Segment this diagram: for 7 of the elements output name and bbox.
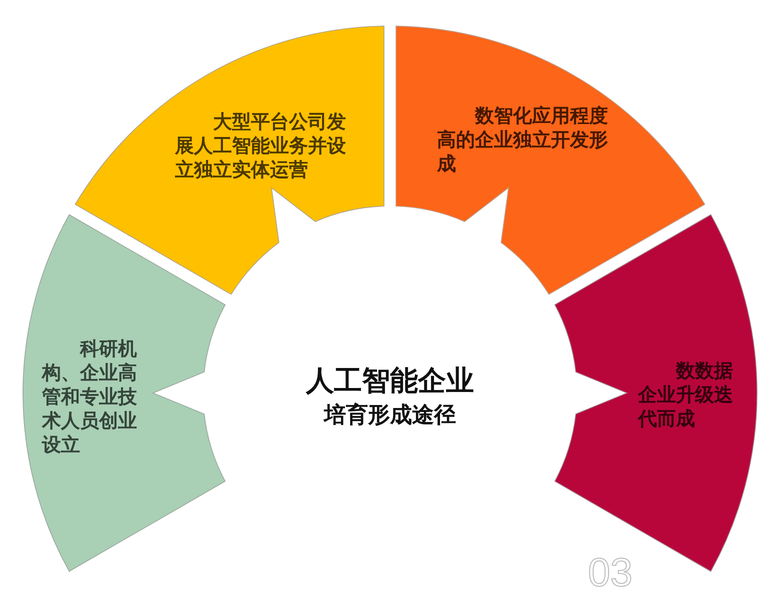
segment-text: 科研机构、企业高管和专业技术人员创业设立 [42,337,138,457]
segment-text: 大型平台公司发展人工智能业务并设立独立实体运营 [175,110,347,182]
page-number: 03 [588,556,632,590]
segment-text: 数智化应用程度高的企业独立开发形成 [437,104,609,176]
center-title: 人工智能企业 [304,364,475,398]
center-subtitle: 培育形成途径 [322,402,457,430]
segment-text: 数数据企业升级迭代而成 [638,359,734,431]
